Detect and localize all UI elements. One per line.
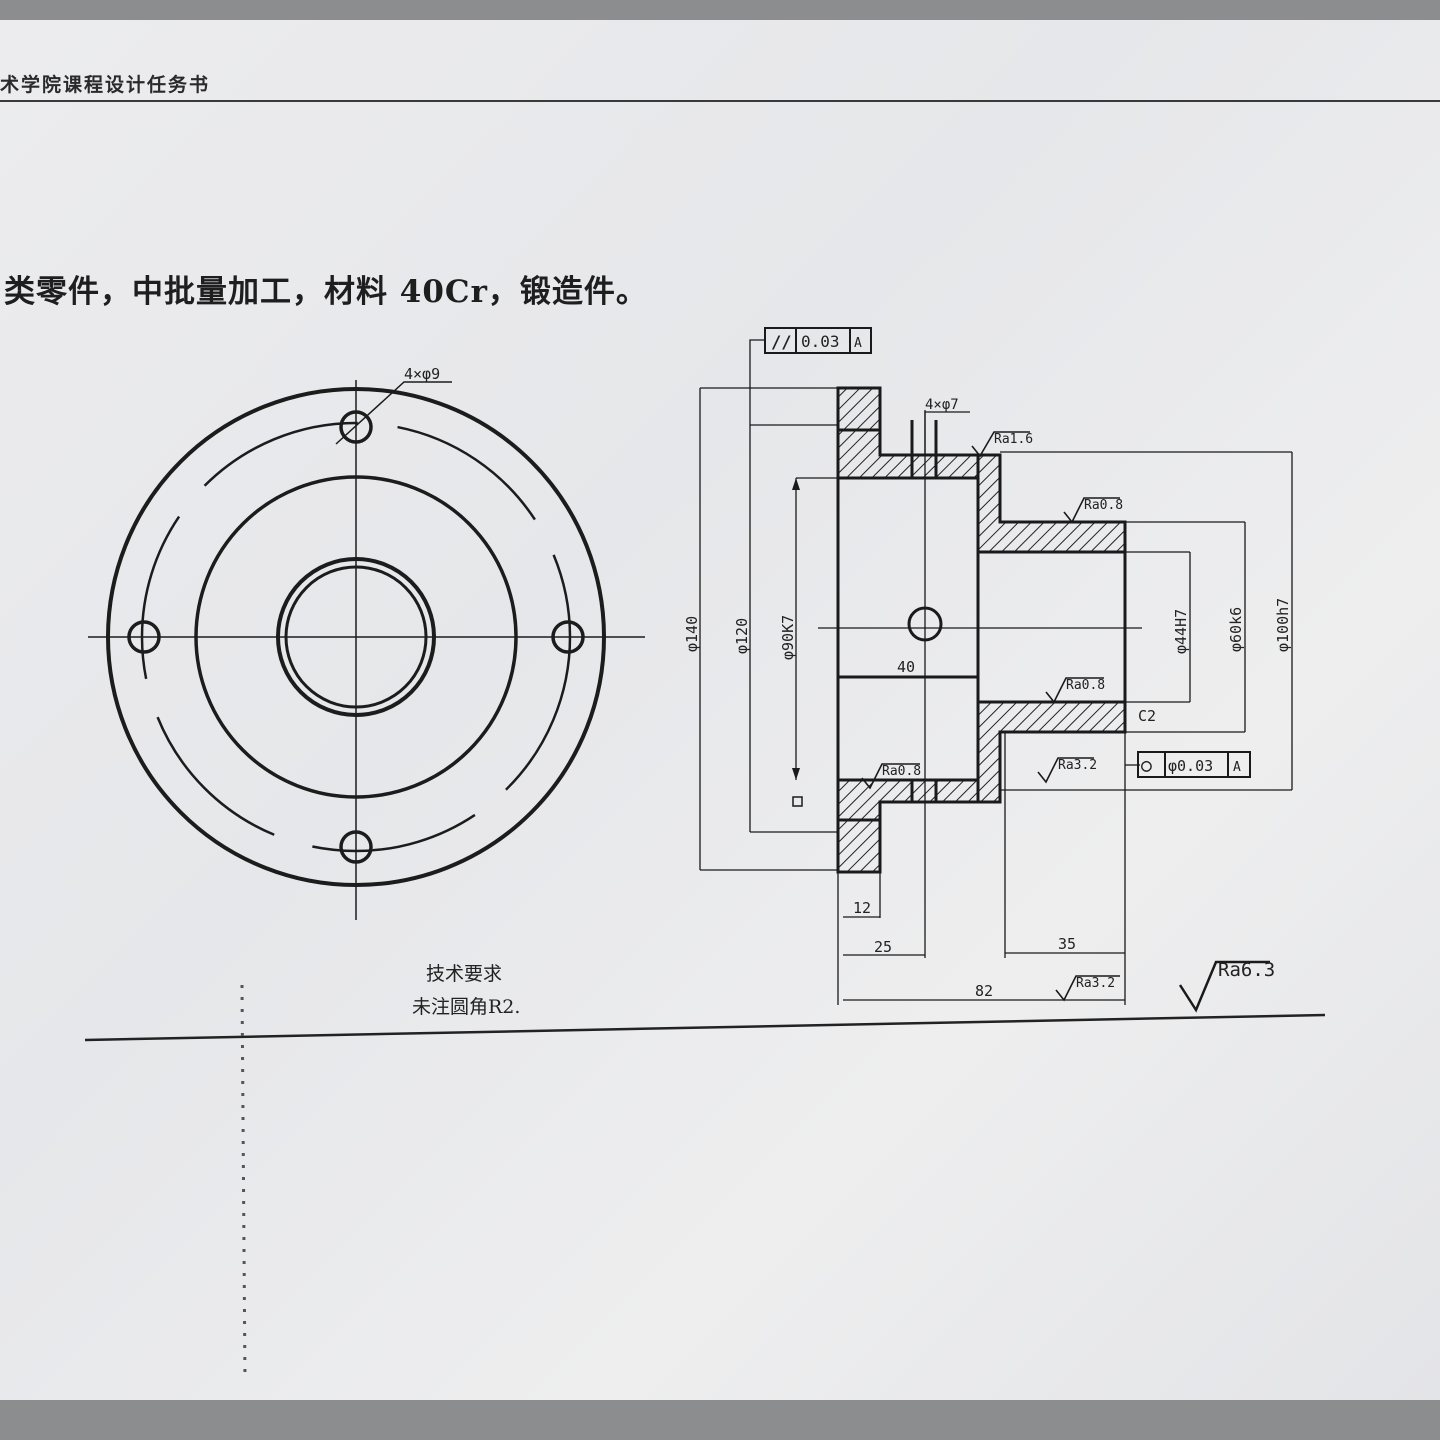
tech-req-title: 技术要求 — [426, 963, 502, 985]
dim-l82: 82 — [975, 982, 993, 1000]
bolt-hole — [551, 620, 585, 654]
dim-d90: φ90K7 — [779, 615, 797, 660]
circularity-datum: A — [1233, 760, 1241, 775]
chamfer-label: C2 — [1138, 707, 1156, 725]
roughness-general: Ra6.3 — [1218, 959, 1275, 981]
dim-d140: φ140 — [683, 616, 701, 652]
hole-leader — [335, 381, 452, 445]
circularity-tolerance: φ0.03 — [1168, 757, 1213, 775]
dim-d44: φ44H7 — [1172, 609, 1190, 654]
radial-hole-callout: 4×φ7 — [925, 397, 959, 413]
dim-d120: φ120 — [733, 618, 751, 654]
bolt-hole — [127, 620, 161, 654]
circularity-symbol: ○ — [1141, 755, 1152, 776]
bolt-hole — [339, 410, 373, 444]
front-view — [88, 380, 645, 920]
header-rule — [0, 100, 1440, 102]
roughness-r3: Ra0.8 — [1066, 678, 1105, 693]
header-title: 术学院课程设计任务书 — [0, 74, 211, 96]
section-hatch-bottom — [836, 778, 980, 874]
intro-line: 类零件，中批量加工，材料 40Cr，锻造件。 — [4, 274, 648, 310]
dim-d100: φ100h7 — [1274, 598, 1292, 652]
roughness-r5: Ra3.2 — [1058, 758, 1097, 773]
section-hatch-bottom-hub — [976, 700, 1127, 804]
bolt-hole — [339, 830, 373, 864]
dim-l40: 40 — [897, 658, 915, 676]
tech-req-note: 未注圆角R2. — [412, 996, 520, 1018]
parallelism-datum: A — [854, 336, 862, 351]
bottom-rule — [84, 1013, 1326, 1042]
roughness-r6: Ra3.2 — [1076, 976, 1115, 991]
roughness-r4: Ra0.8 — [882, 764, 921, 779]
binding-edge-marks — [240, 984, 247, 1381]
paper-sheet — [0, 20, 1440, 1400]
section-view — [699, 327, 1293, 1013]
front-hole-callout: 4×φ9 — [404, 365, 440, 383]
parallelism-tolerance: 0.03 — [801, 332, 840, 351]
dim-l35: 35 — [1058, 935, 1076, 953]
roughness-r2: Ra0.8 — [1084, 498, 1123, 513]
dim-d60: φ60k6 — [1227, 607, 1245, 652]
dim-l25: 25 — [874, 938, 892, 956]
roughness-r1: Ra1.6 — [994, 432, 1033, 447]
dim-l12: 12 — [853, 899, 871, 917]
parallelism-symbol: // — [771, 333, 791, 353]
